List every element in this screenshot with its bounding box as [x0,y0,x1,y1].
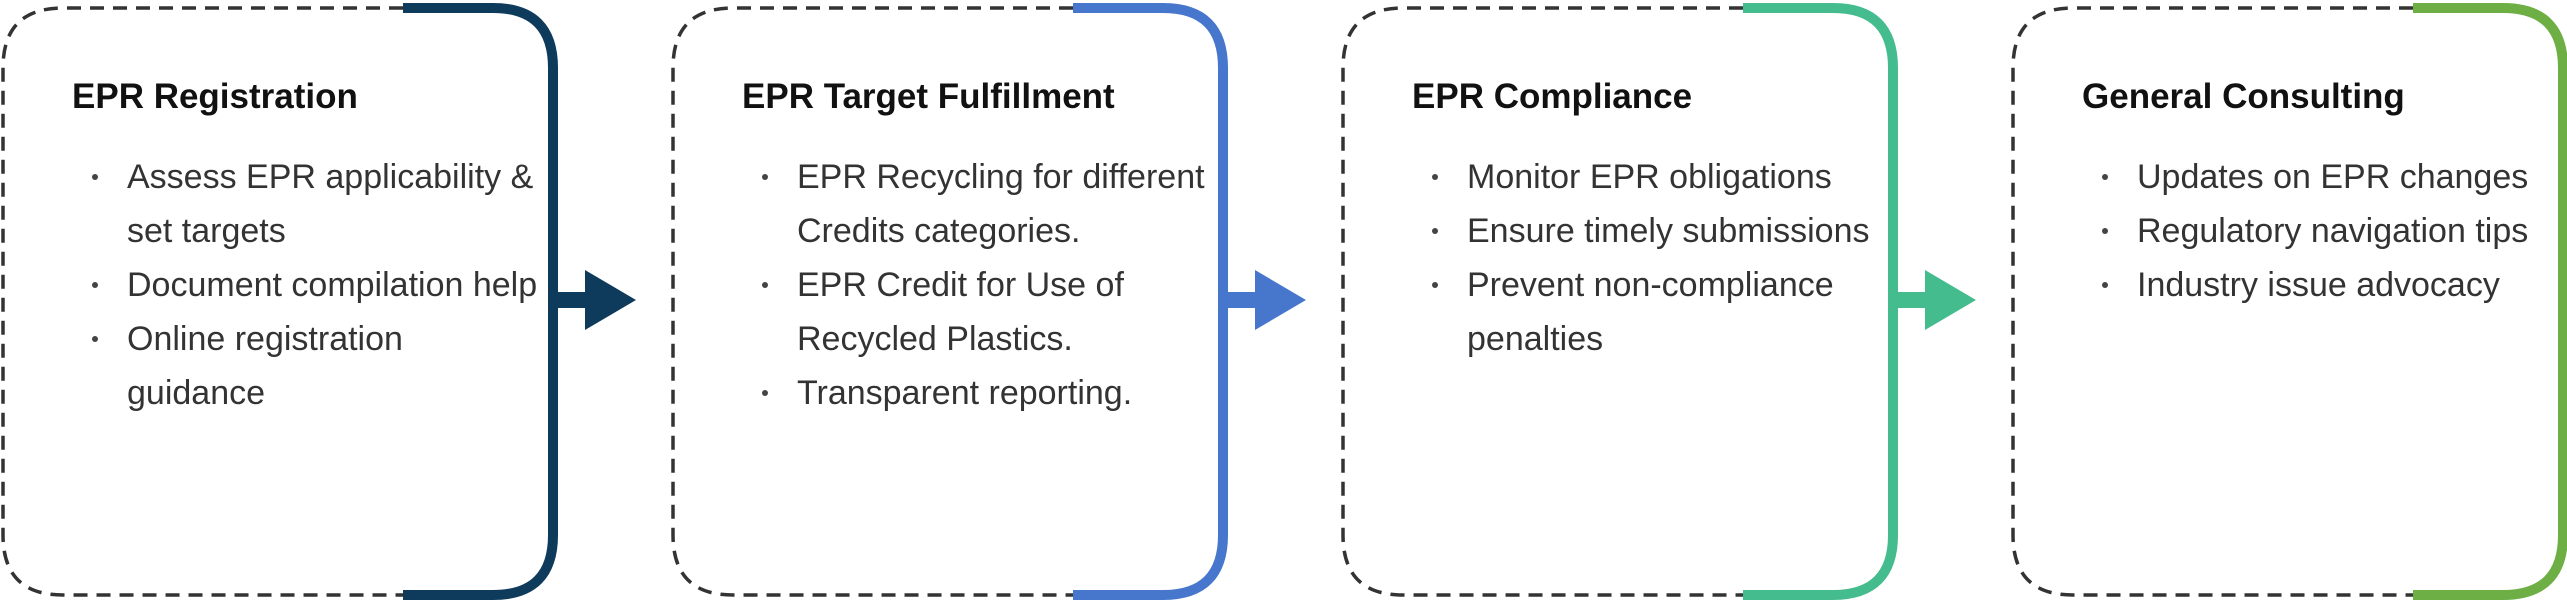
step-2-bullet-1: EPR Recycling for different Credits cate… [762,150,1212,258]
step-1-dashed-border [1,6,403,597]
bullet-dot-icon [1432,174,1438,180]
step-2-arrow-shaft [1223,292,1255,308]
bullet-dot-icon [762,174,768,180]
bullet-dot-icon [92,282,98,288]
step-1-title: EPR Registration [72,77,358,116]
step-3-arrow-shaft [1893,292,1925,308]
bullet-text: Monitor EPR obligations [1467,158,1832,196]
bullet-dot-icon [762,282,768,288]
bullet-dot-icon [2102,282,2108,288]
bullet-text: EPR Recycling for different Credits cate… [797,158,1205,250]
bullet-dot-icon [1432,228,1438,234]
step-2-title: EPR Target Fulfillment [742,77,1115,116]
bullet-dot-icon [1432,282,1438,288]
bullet-text: EPR Credit for Use of Recycled Plastics. [797,266,1124,358]
bullet-text: Transparent reporting. [797,374,1133,412]
bullet-dot-icon [2102,228,2108,234]
bullet-text: Assess EPR applicability & set targets [127,158,534,250]
arrow-right-icon [1925,270,1976,330]
step-1-arrow-shaft [553,292,585,308]
bullet-text: Updates on EPR changes [2137,158,2529,196]
step-1-content: EPR Registration Assess EPR applicabilit… [72,0,542,603]
bullet-dot-icon [762,390,768,396]
step-3-bullet-3: Prevent non-compliance penalties [1432,258,1882,366]
step-3-content: EPR Compliance Monitor EPR obligations E… [1412,0,1882,603]
step-1-bullet-3: Online registration guidance [92,312,542,420]
arrow-right-icon [585,270,636,330]
step-1-bullet-1: Assess EPR applicability & set targets [92,150,542,258]
bullet-dot-icon [92,174,98,180]
step-3-bullet-1: Monitor EPR obligations [1432,150,1882,204]
step-4-bullet-2: Regulatory navigation tips [2102,204,2552,258]
step-2-dashed-border [671,6,1073,597]
step-2-bullets: EPR Recycling for different Credits cate… [762,150,1212,420]
step-4-title: General Consulting [2082,77,2405,116]
bullet-dot-icon [92,336,98,342]
step-3-title: EPR Compliance [1412,77,1693,116]
bullet-dot-icon [2102,174,2108,180]
step-2-bullet-3: Transparent reporting. [762,366,1212,420]
bullet-text: Industry issue advocacy [2137,266,2500,304]
step-4-bullet-1: Updates on EPR changes [2102,150,2552,204]
step-2-bullet-2: EPR Credit for Use of Recycled Plastics. [762,258,1212,366]
step-1-bullet-2: Document compilation help [92,258,542,312]
step-4-dashed-border [2011,6,2413,597]
arrow-right-icon [1255,270,1306,330]
step-4-bracket [2413,3,2567,600]
step-1-bullets: Assess EPR applicability & set targets D… [92,150,542,420]
step-2-content: EPR Target Fulfillment EPR Recycling for… [742,0,1212,603]
step-3-bullet-2: Ensure timely submissions [1432,204,1882,258]
bullet-text: Prevent non-compliance penalties [1467,266,1834,358]
step-3-dashed-border [1341,6,1743,597]
bullet-text: Regulatory navigation tips [2137,212,2529,250]
step-4-content: General Consulting Updates on EPR change… [2082,0,2552,603]
bullet-text: Document compilation help [127,266,538,304]
step-4-bullets: Updates on EPR changes Regulatory naviga… [2102,150,2552,312]
bullet-text: Ensure timely submissions [1467,212,1870,250]
step-3-bullets: Monitor EPR obligations Ensure timely su… [1432,150,1882,366]
bullet-text: Online registration guidance [127,320,403,412]
step-4-bullet-3: Industry issue advocacy [2102,258,2552,312]
